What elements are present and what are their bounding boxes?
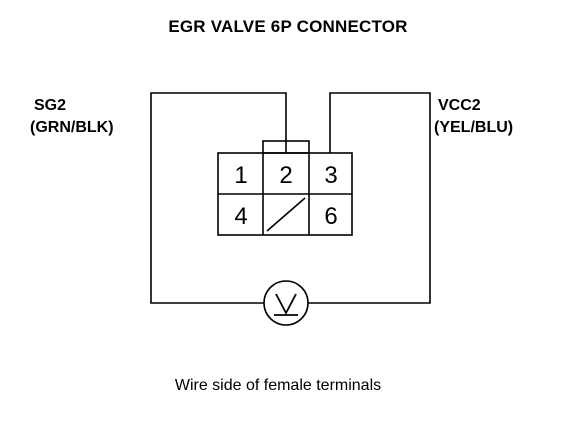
right-signal-label: VCC2 [438,97,481,114]
pin-3-label: 3 [324,162,337,189]
pin-6-label: 6 [324,203,337,230]
lead-vcc2 [308,92,431,304]
right-wire-color-label: (YEL/BLU) [434,119,513,136]
pin-1-label: 1 [234,162,247,189]
lead-sg2 [150,92,287,304]
empty-cavity-slash [266,197,306,232]
left-signal-label: SG2 [34,97,66,114]
test-leads [150,92,431,304]
connector-housing [217,140,353,236]
diagram-caption: Wire side of female terminals [175,377,381,394]
pin-2-label: 2 [279,162,292,189]
left-wire-color-label: (GRN/BLK) [30,119,114,136]
diagram-title: EGR VALVE 6P CONNECTOR [168,17,407,36]
voltmeter-icon [263,280,309,326]
pin-4-label: 4 [234,203,247,230]
